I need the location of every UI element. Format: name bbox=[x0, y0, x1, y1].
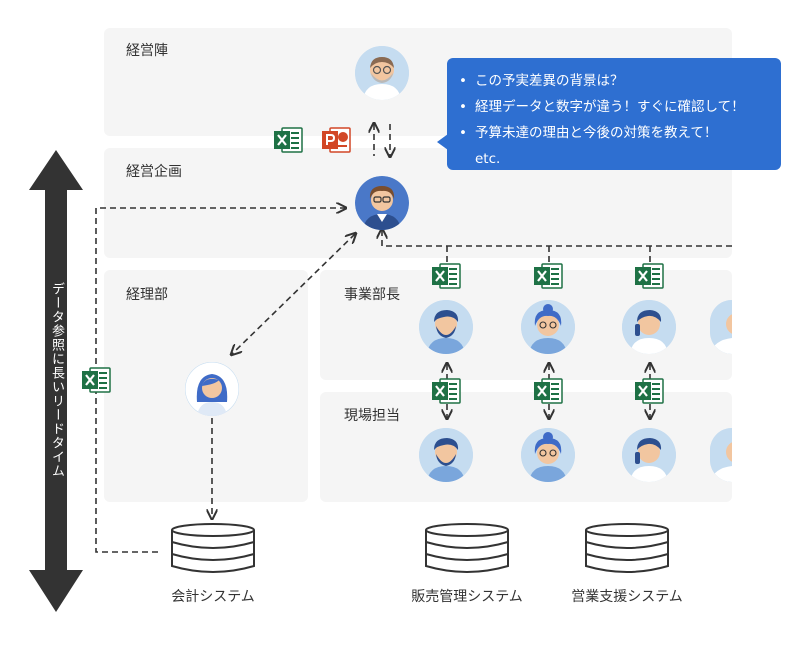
field-staff-label: 現場担当 bbox=[344, 408, 400, 424]
excel-icon bbox=[80, 364, 112, 396]
callout-item: 予算未達の理由と今後の対策を教えて！ bbox=[459, 120, 781, 146]
callout-item: 経理データと数字が違う！すぐに確認して！ bbox=[459, 94, 781, 120]
excel-icon bbox=[532, 260, 564, 292]
field-staff-avatar bbox=[419, 428, 473, 482]
planning-label: 経営企画 bbox=[126, 164, 182, 180]
lead-time-label: データ参照に長いリードタイム bbox=[49, 282, 64, 478]
powerpoint-icon bbox=[320, 124, 352, 156]
division-head-avatar bbox=[521, 300, 575, 354]
division-head-avatar-partial bbox=[710, 300, 732, 354]
executive-avatar bbox=[355, 46, 409, 100]
question-callout: この予実差異の背景は？ 経理データと数字が違う！すぐに確認して！ 予算未達の理由… bbox=[437, 58, 781, 170]
excel-icon bbox=[430, 260, 462, 292]
division-head-avatar bbox=[419, 300, 473, 354]
accounting-system-label: 会計システム bbox=[171, 589, 255, 605]
excel-icon bbox=[633, 375, 665, 407]
excel-icon bbox=[532, 375, 564, 407]
accounting-label: 経理部 bbox=[126, 287, 168, 303]
sales-management-system-label: 販売管理システム bbox=[411, 589, 523, 605]
database-icon bbox=[584, 522, 670, 574]
database-icon bbox=[170, 522, 256, 574]
excel-icon bbox=[430, 375, 462, 407]
accounting-staff-avatar bbox=[185, 362, 239, 416]
database-icon bbox=[424, 522, 510, 574]
callout-etc: etc. bbox=[475, 151, 501, 167]
field-staff-avatar bbox=[622, 428, 676, 482]
sales-support-system-label: 営業支援システム bbox=[571, 589, 683, 605]
excel-icon bbox=[272, 124, 304, 156]
callout-item: この予実差異の背景は？ bbox=[459, 68, 781, 94]
division-head-avatar bbox=[622, 300, 676, 354]
callout-tail bbox=[437, 134, 448, 150]
excel-icon bbox=[633, 260, 665, 292]
planning-staff-avatar bbox=[355, 176, 409, 230]
field-staff-avatar bbox=[521, 428, 575, 482]
executives-label: 経営陣 bbox=[126, 43, 168, 59]
field-staff-avatar-partial bbox=[710, 428, 732, 482]
